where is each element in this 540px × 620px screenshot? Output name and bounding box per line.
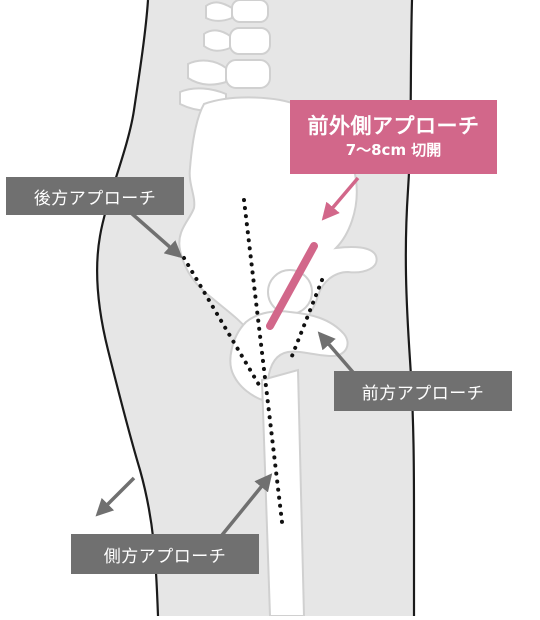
- anterolateral-title: 前外側アプローチ: [307, 113, 480, 138]
- approach-lines: [182, 198, 324, 524]
- anterolateral-approach-label: 前外側アプローチ 7〜8cm 切開: [290, 100, 497, 174]
- anterior-approach-line: [290, 278, 324, 358]
- lateral-arrow-left: [95, 476, 136, 517]
- body-outline-right: [404, 0, 416, 616]
- femur-shaft: [260, 368, 306, 617]
- anterolateral-incision-text: 7〜8cm 切開: [345, 140, 442, 159]
- lateral-arrow-right: [216, 473, 273, 542]
- anterior-arrow: [317, 331, 360, 380]
- posterior-approach-line: [182, 256, 264, 392]
- anterior-approach-label: 前方アプローチ: [334, 371, 512, 411]
- posterior-arrow: [128, 210, 183, 259]
- anterolateral-arrow: [321, 176, 360, 221]
- posterior-approach-label: 後方アプローチ: [6, 177, 184, 215]
- body-outline-left: [96, 0, 160, 617]
- lateral-approach-label: 側方アプローチ: [71, 534, 259, 574]
- lateral-approach-line: [242, 198, 284, 524]
- anterolateral-incision-line: [266, 242, 318, 330]
- arrows: [95, 176, 360, 542]
